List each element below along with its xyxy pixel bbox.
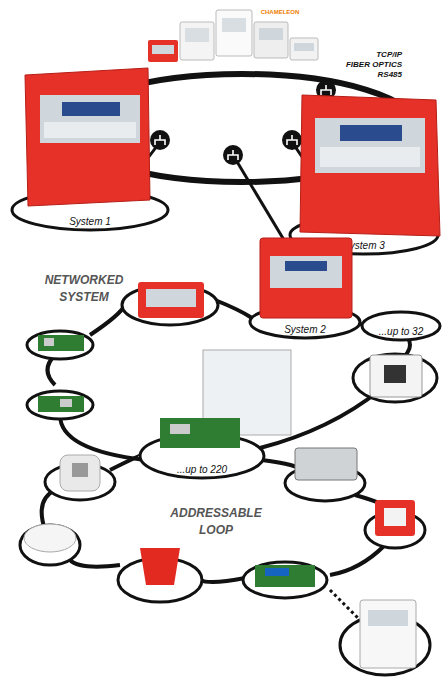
system-label: System 2: [284, 324, 326, 340]
fire-panel: [300, 95, 440, 236]
diagram-label: CHAMELEON: [250, 9, 310, 15]
network-drop: [292, 142, 330, 190]
network-drop: [233, 155, 290, 250]
device-ovals: [20, 285, 437, 675]
fire-panel: [25, 68, 150, 206]
fire-panel: [260, 238, 352, 318]
diagram-label: RS485: [320, 70, 402, 79]
loop-connector: [360, 322, 361, 326]
diagram-label: ADDRESSABLE LOOP: [168, 505, 264, 539]
diagram-label: NETWORKED SYSTEM: [40, 272, 128, 306]
system-oval: System 2: [248, 304, 362, 340]
detectors: [24, 448, 416, 668]
panel-family: [148, 10, 318, 62]
system-oval: ...up to 220: [138, 432, 266, 480]
system-label: ...up to 220: [177, 464, 227, 480]
loop-devices: [38, 282, 422, 448]
network-icon: [150, 80, 336, 165]
system-label: System 1: [69, 216, 111, 232]
system-oval: System 3: [288, 214, 440, 256]
system-oval: System 1: [10, 188, 170, 232]
addressable-loop: [42, 456, 390, 582]
system-label: System 3: [343, 240, 385, 256]
system-oval: ...up to 32: [360, 310, 442, 342]
system-label: ...up to 32: [379, 326, 423, 342]
diagram-label: FIBER OPTICS: [320, 60, 402, 69]
diagram-label: TCP/IP: [320, 50, 402, 59]
network-ring: [66, 74, 418, 182]
